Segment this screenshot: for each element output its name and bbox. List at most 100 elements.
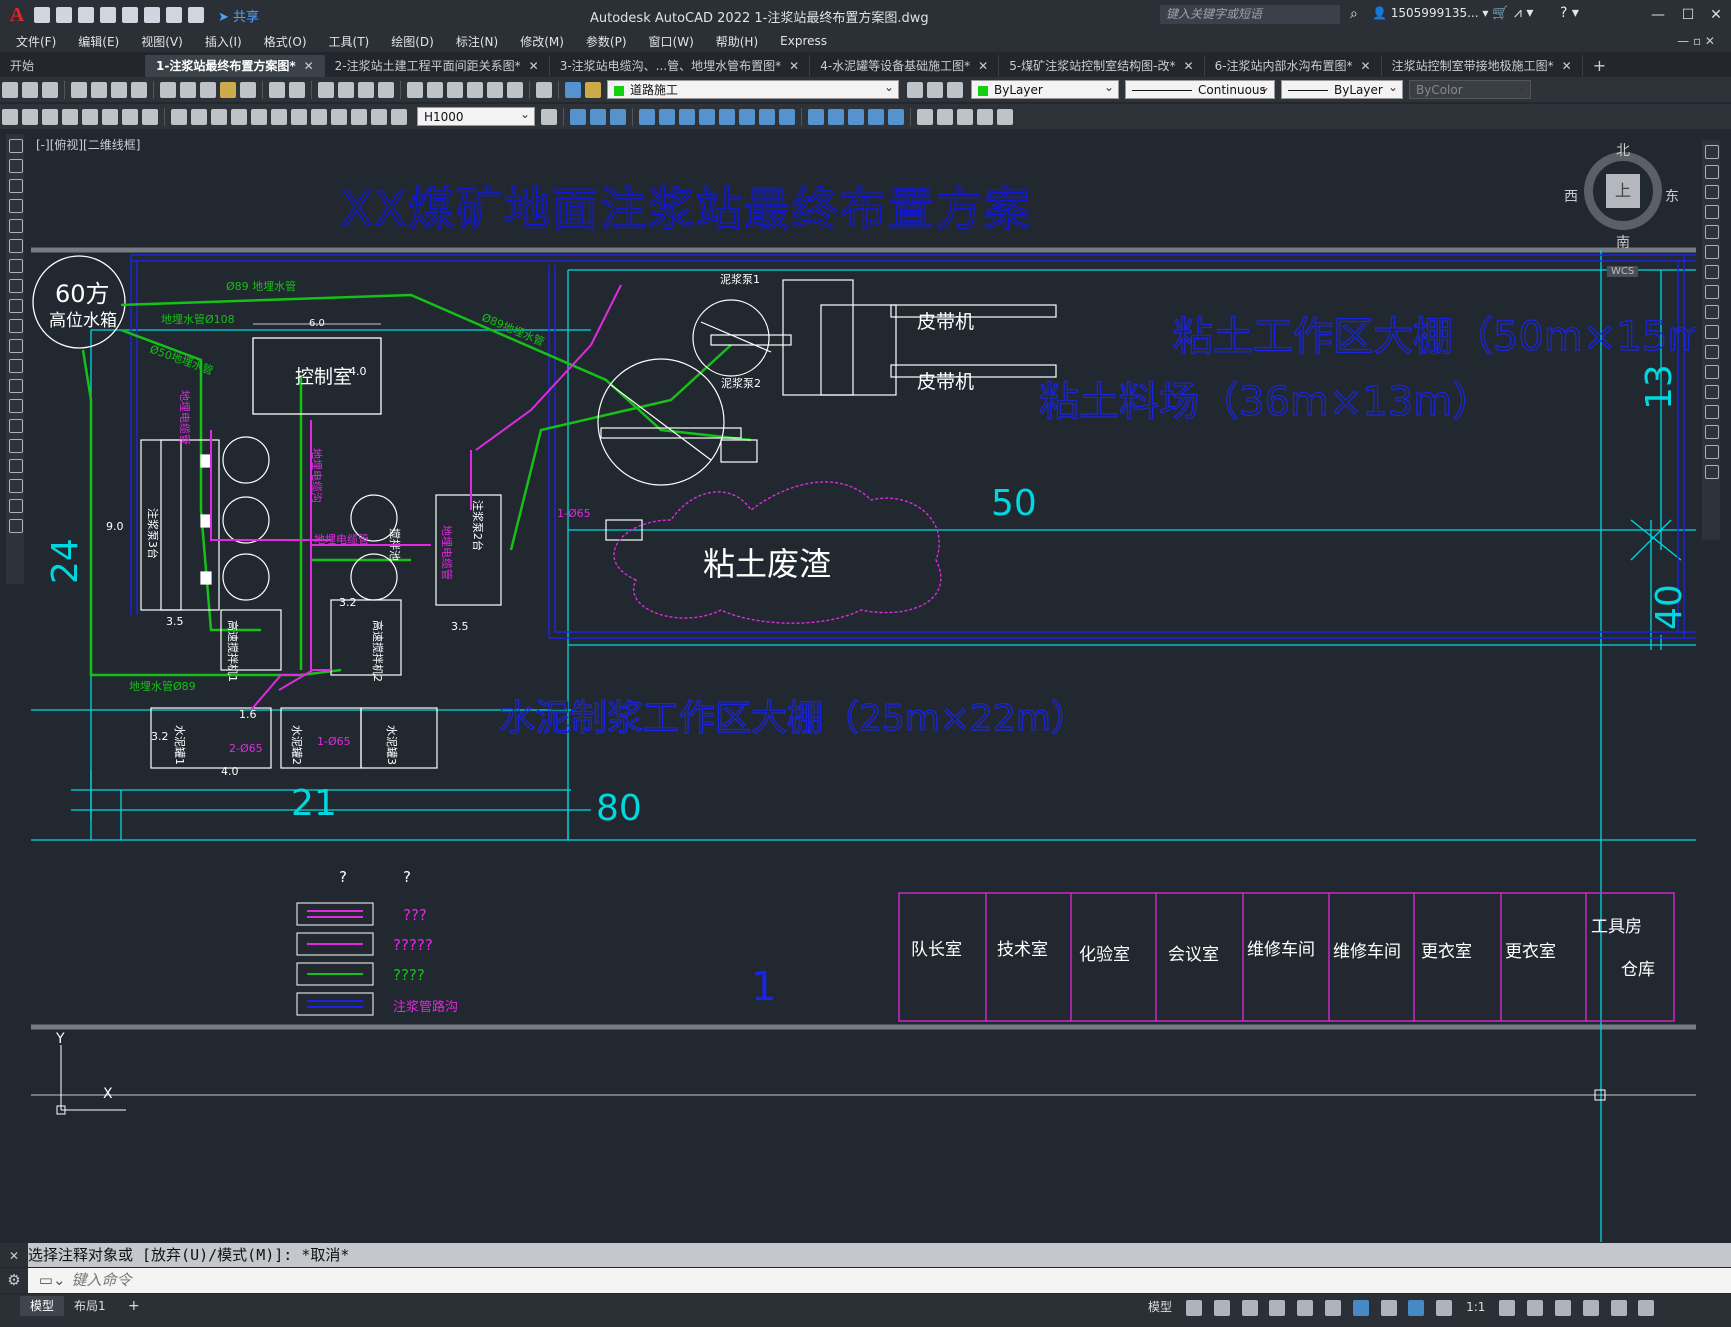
menu-format[interactable]: 格式(O)	[263, 34, 307, 49]
jogged-linear-icon[interactable]	[331, 108, 347, 125]
pan-icon[interactable]	[318, 81, 334, 98]
extend-tool-icon[interactable]	[1705, 345, 1719, 359]
tab-drawing-2[interactable]: 2-注浆站土建工程平面间距关系图*✕	[325, 55, 550, 77]
menu-view[interactable]: 视图(V)	[141, 34, 183, 49]
add-icon[interactable]	[1527, 1299, 1544, 1316]
join-icon[interactable]	[1705, 405, 1719, 419]
inspect-icon[interactable]	[311, 108, 327, 125]
dim-baseline-icon[interactable]	[191, 108, 207, 125]
dimstyle-dropdown[interactable]: H1000	[417, 105, 535, 126]
center-mark-icon[interactable]	[291, 108, 307, 125]
view-icon-4[interactable]	[977, 108, 993, 125]
copy-object-icon[interactable]	[659, 108, 675, 125]
stretch-icon[interactable]	[679, 108, 695, 125]
compass-north[interactable]: 北	[1616, 143, 1630, 159]
make-current-icon[interactable]	[907, 81, 923, 98]
calculator-icon[interactable]	[507, 81, 523, 98]
menu-insert[interactable]: 插入(I)	[204, 34, 242, 49]
color-dropdown[interactable]: ByLayer	[971, 78, 1119, 99]
match-properties-icon[interactable]	[220, 81, 236, 98]
quick-dim-icon[interactable]	[171, 108, 187, 125]
tab-drawing-7[interactable]: 注浆站控制室带接地极施工图*✕	[1382, 55, 1583, 77]
line-icon[interactable]	[9, 139, 23, 153]
array-tool-icon[interactable]	[1705, 225, 1719, 239]
command-line[interactable]: ⚙ ▭⌄键入命令	[0, 1268, 1731, 1293]
dim-edit-icon[interactable]	[351, 108, 367, 125]
close-button[interactable]: ✕	[1710, 7, 1722, 23]
user-account[interactable]: 👤 1505999135... ▾	[1372, 6, 1489, 20]
3d-print-icon[interactable]	[131, 81, 147, 98]
menu-file[interactable]: 文件(F)	[16, 34, 57, 49]
ellipse-arc-icon[interactable]	[9, 339, 23, 353]
point-icon[interactable]	[9, 399, 23, 413]
tab-drawing-1[interactable]: 1-注浆站最终布置方案图*✕	[146, 55, 325, 77]
zoom-previous-icon[interactable]	[378, 81, 394, 98]
save-as-icon[interactable]	[100, 7, 116, 23]
model-space-button[interactable]: 模型	[1148, 1300, 1173, 1314]
publish-icon[interactable]	[111, 81, 127, 98]
dim-text-edit-icon[interactable]	[371, 108, 387, 125]
explode-icon[interactable]	[888, 108, 904, 125]
trim-icon[interactable]	[808, 108, 824, 125]
close-command-icon[interactable]: ✕	[0, 1243, 28, 1267]
preview-icon[interactable]	[91, 81, 107, 98]
erase-icon[interactable]	[1705, 145, 1719, 159]
command-input[interactable]: 键入命令	[71, 1271, 132, 1289]
table-icon[interactable]	[9, 479, 23, 493]
layer-properties-icon[interactable]	[565, 81, 581, 98]
close-tab-icon[interactable]: ✕	[978, 59, 989, 73]
autocad-logo-icon[interactable]: A	[9, 3, 25, 26]
polygon-icon[interactable]	[9, 199, 23, 213]
customization-icon[interactable]	[1638, 1299, 1655, 1316]
lineweight-icon[interactable]	[1380, 1299, 1397, 1316]
new-tab-button[interactable]: +	[1592, 56, 1607, 75]
fillet-icon[interactable]	[848, 108, 864, 125]
model-tab[interactable]: 模型	[20, 1296, 65, 1316]
hardware-accel-icon[interactable]	[1582, 1299, 1599, 1316]
tab-drawing-4[interactable]: 4-水泥罐等设备基础施工图*✕	[810, 55, 1000, 77]
menu-modify[interactable]: 修改(M)	[520, 34, 564, 49]
isolate-icon[interactable]	[1554, 1299, 1571, 1316]
break-point-icon[interactable]	[1705, 365, 1719, 379]
auto-scale-icon[interactable]	[1436, 1299, 1453, 1316]
compass-ring[interactable]	[1584, 152, 1662, 230]
command-prompt-icon[interactable]: ▭⌄	[38, 1271, 66, 1289]
close-tab-icon[interactable]: ✕	[1561, 59, 1572, 73]
offset-icon[interactable]	[759, 108, 775, 125]
polyline-icon[interactable]	[9, 179, 23, 193]
zoom-window-icon[interactable]	[358, 81, 374, 98]
view-icon-3[interactable]	[957, 108, 973, 125]
scale-tool-icon[interactable]	[1705, 285, 1719, 299]
extend-icon[interactable]	[828, 108, 844, 125]
isodraft-icon[interactable]	[1324, 1299, 1341, 1316]
insert-block-icon[interactable]	[9, 359, 23, 373]
close-tab-icon[interactable]: ✕	[789, 59, 800, 73]
make-block-icon[interactable]	[9, 379, 23, 393]
tab-drawing-5[interactable]: 5-煤矿注浆站控制室结构图-改*✕	[999, 55, 1205, 77]
viewport-controls[interactable]: [-][俯视][二维线框]	[36, 138, 141, 152]
arc-icon[interactable]	[9, 239, 23, 253]
scale-icon[interactable]	[739, 108, 755, 125]
markup-icon[interactable]	[487, 81, 503, 98]
new-file-icon[interactable]	[34, 7, 50, 23]
lineweight-dropdown[interactable]: ByLayer	[1281, 78, 1403, 99]
web-mobile-icon[interactable]	[122, 7, 138, 23]
dim-diameter-icon[interactable]	[122, 108, 138, 125]
share-button[interactable]: ➤ 共享	[218, 9, 260, 25]
menu-dimension[interactable]: 标注(N)	[455, 34, 499, 49]
layer-dropdown[interactable]: 道路施工	[607, 78, 899, 99]
cart-icon[interactable]: 🛒	[1492, 6, 1509, 21]
view-icon-2[interactable]	[937, 108, 953, 125]
menu-draw[interactable]: 绘图(D)	[391, 34, 434, 49]
copy-icon[interactable]	[180, 81, 196, 98]
add-selected-icon[interactable]	[9, 519, 23, 533]
redo-icon[interactable]	[289, 81, 305, 98]
dim-arc-icon[interactable]	[42, 108, 58, 125]
ortho-icon[interactable]	[1269, 1299, 1286, 1316]
region-icon[interactable]	[9, 459, 23, 473]
compass-south[interactable]: 南	[1616, 235, 1630, 251]
undo-icon[interactable]	[166, 7, 182, 23]
trim-tool-icon[interactable]	[1705, 325, 1719, 339]
tolerance-icon[interactable]	[271, 108, 287, 125]
move-tool-icon[interactable]	[1705, 245, 1719, 259]
